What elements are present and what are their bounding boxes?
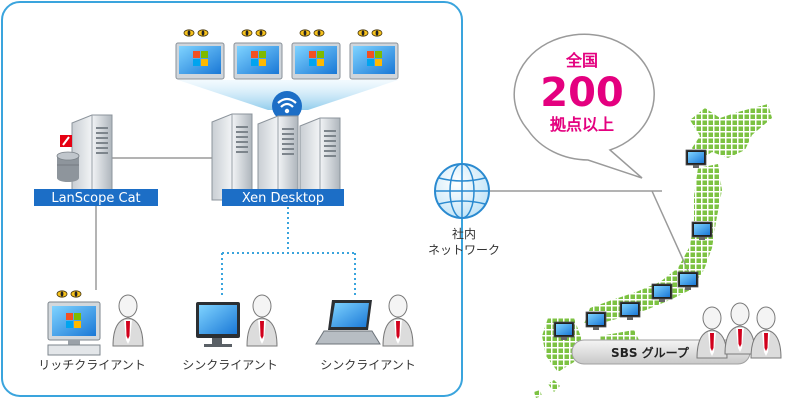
thin-client-1-label: シンクライアント bbox=[182, 358, 278, 372]
person-icon bbox=[724, 302, 756, 355]
map-monitor-icon bbox=[553, 321, 575, 341]
thin-client-2 bbox=[315, 294, 414, 347]
map-monitor-icon bbox=[691, 221, 713, 241]
map-monitor-icon bbox=[685, 149, 707, 169]
thin-client-2-label: シンクライアント bbox=[320, 358, 416, 372]
person-icon bbox=[696, 306, 728, 359]
map-monitor-icon bbox=[585, 311, 607, 331]
desktop-icon bbox=[175, 42, 225, 80]
network-label-line1: 社内 bbox=[452, 226, 476, 241]
callout-line1: 全国 bbox=[565, 51, 598, 70]
person-icon bbox=[750, 306, 782, 359]
map-monitor-icon bbox=[677, 271, 699, 291]
sbs-group-label: SBS グループ bbox=[611, 345, 690, 360]
wifi-icon bbox=[272, 91, 302, 121]
globe-network-icon bbox=[434, 163, 490, 219]
map-monitor-icon bbox=[651, 283, 673, 303]
desktop-icon bbox=[233, 42, 283, 80]
rich-client-label: リッチクライアント bbox=[38, 358, 146, 372]
desktop-icon bbox=[349, 42, 399, 80]
lanscope-label-box bbox=[34, 189, 158, 206]
xen-label-box bbox=[222, 189, 344, 206]
desktop-icon bbox=[291, 42, 341, 80]
sbs-group-people bbox=[696, 302, 782, 359]
lanscope-server-icon bbox=[56, 114, 113, 202]
callout-line3: 拠点以上 bbox=[550, 115, 614, 134]
network-label-line2: ネットワーク bbox=[428, 243, 500, 257]
thin-client-1 bbox=[196, 294, 278, 347]
japan-map-monitors bbox=[553, 149, 713, 341]
callout-bubble bbox=[513, 33, 655, 179]
thin-client-dotted-lines bbox=[221, 207, 356, 298]
rich-client bbox=[47, 290, 144, 356]
map-monitor-icon bbox=[619, 301, 641, 321]
xen-label: Xen Desktop bbox=[242, 191, 324, 206]
callout-number: 200 bbox=[540, 70, 624, 116]
lanscope-label: LanScope Cat bbox=[51, 191, 140, 206]
